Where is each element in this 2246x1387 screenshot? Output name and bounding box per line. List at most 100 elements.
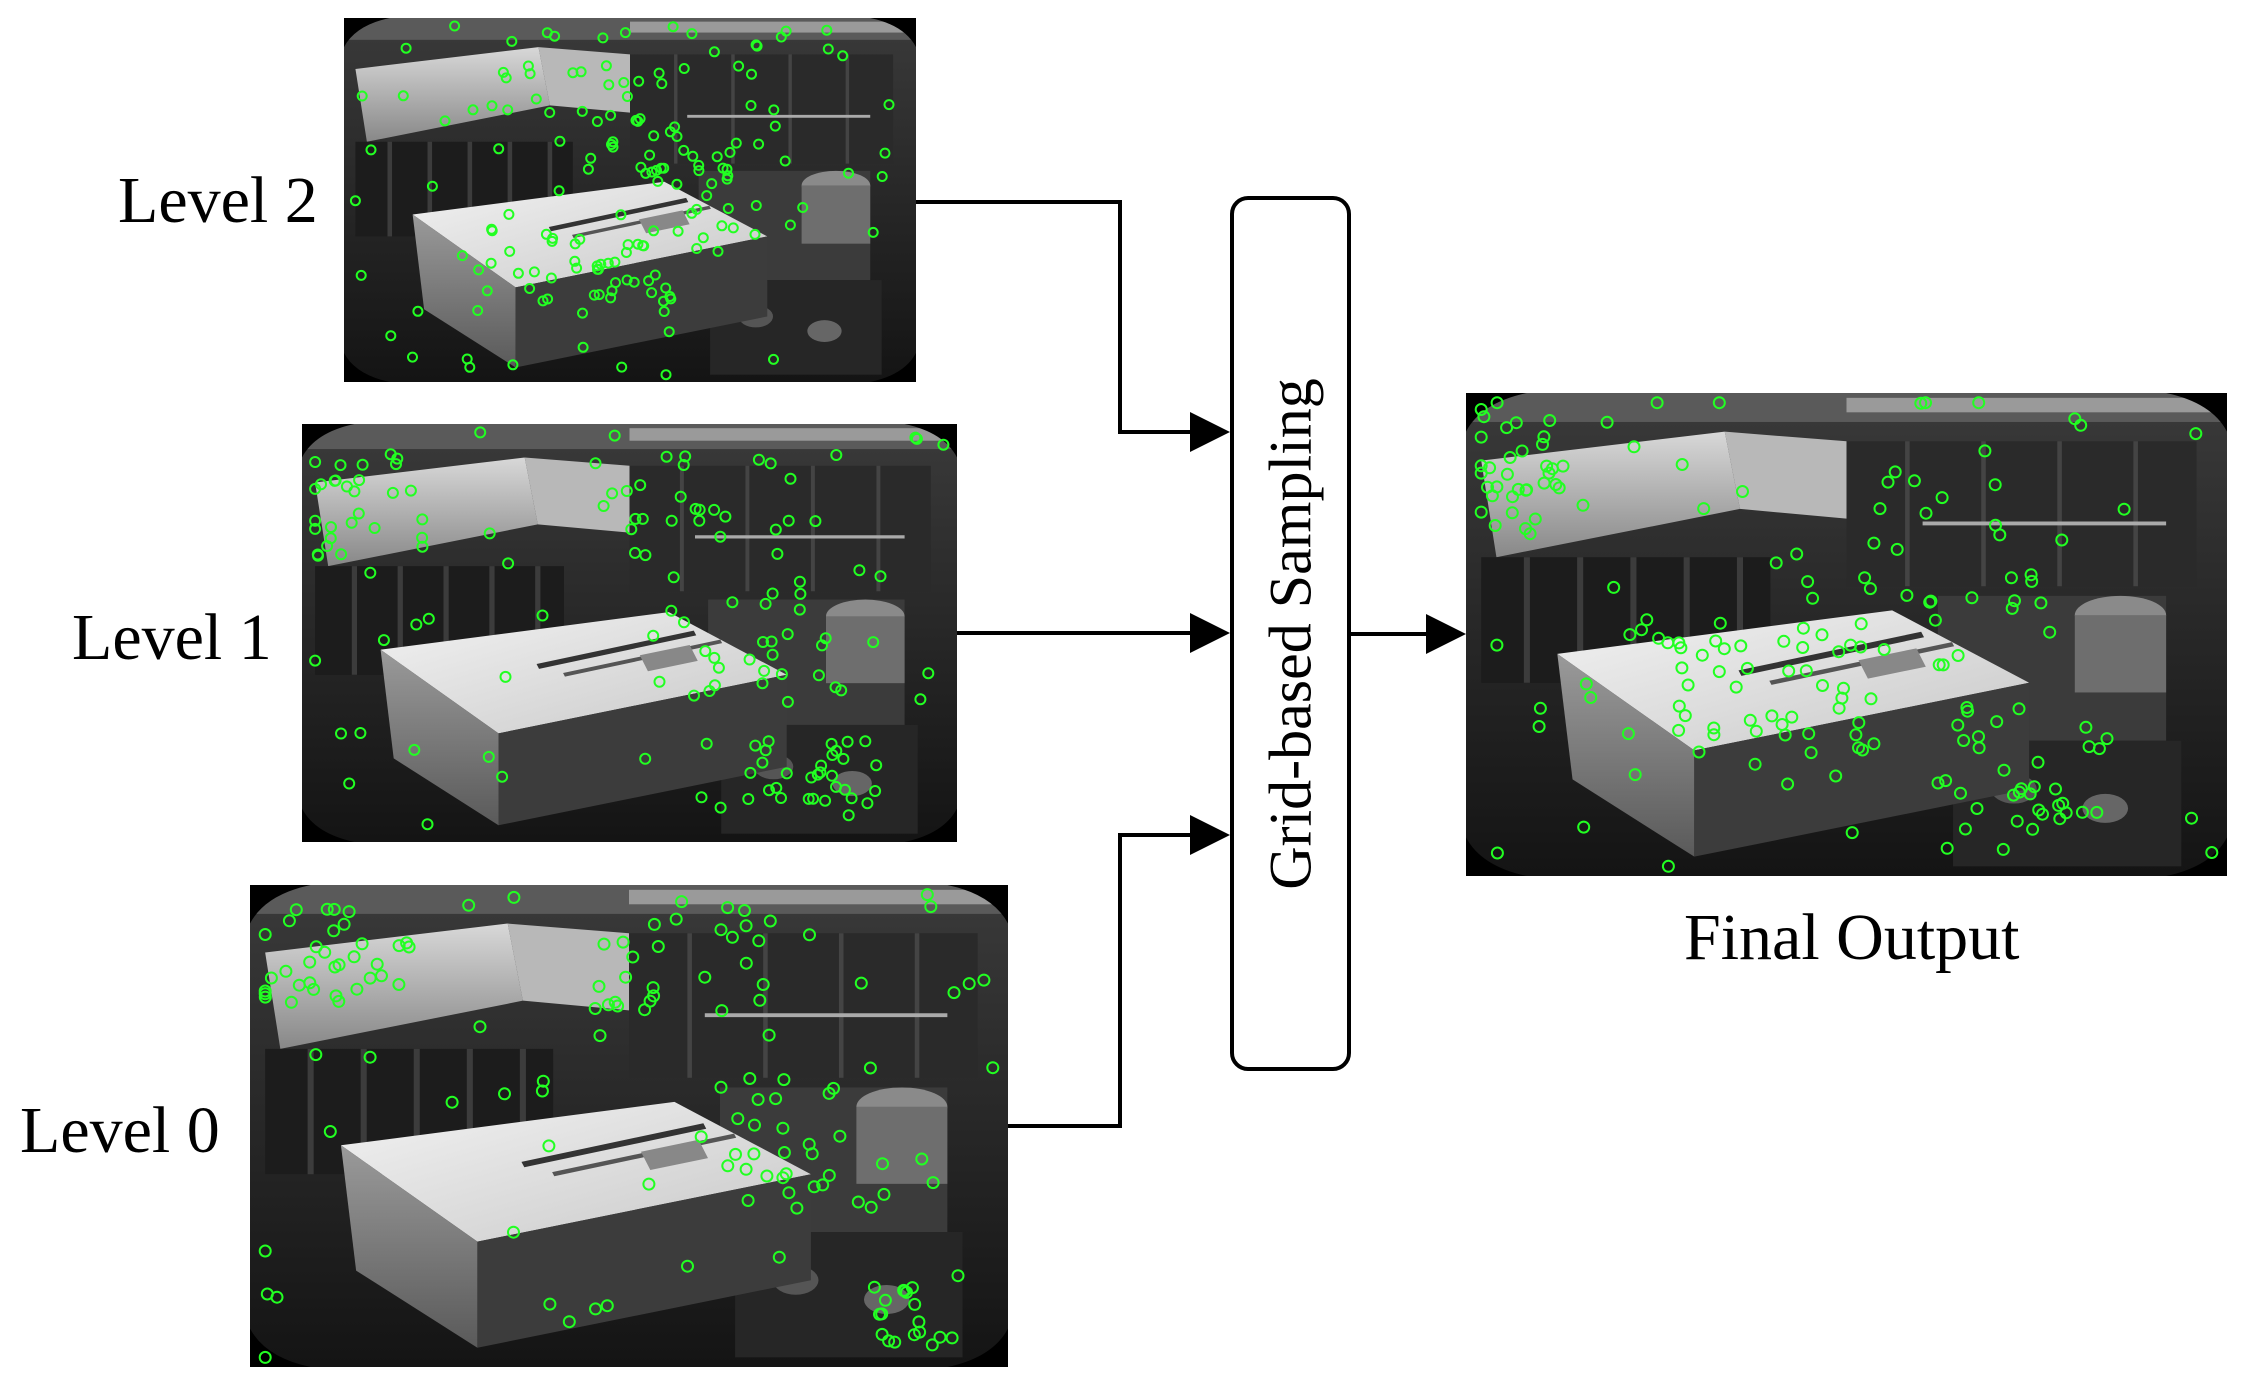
feature-point [524,283,536,294]
feature-point [1650,396,1664,410]
feature-point [648,130,660,142]
feature-point [601,998,615,1012]
feature-point [335,548,348,561]
feature-point [759,744,772,757]
feature-point [2026,822,2040,836]
feature-point [1474,430,1488,444]
feature-point [731,1112,745,1126]
feature-point [2024,568,2038,582]
feature-point [772,1250,786,1264]
feature-point [1576,498,1590,512]
feature-point [841,735,854,748]
feature-point [1932,658,1946,672]
feature-point [839,783,851,796]
feature-point [1500,467,1514,481]
feature-point [1607,580,1621,594]
feature-point [620,485,633,497]
feature-point [1900,588,1914,602]
feature-point [592,979,606,993]
feature-point [912,1315,926,1329]
feature-point [327,902,341,916]
feature-point [498,1087,511,1101]
feature-point [500,72,512,84]
feature-point [1490,638,1504,652]
feature-point [1806,591,1820,605]
feature-point [279,964,293,978]
feature-point [577,307,588,319]
feature-point [986,1061,1000,1075]
feature-point [1675,458,1689,471]
feature-point [721,901,735,915]
feature-point [2032,803,2046,817]
feature-point [694,1130,708,1144]
feature-point [264,971,278,985]
feature-point [816,1178,830,1192]
feature-point [697,232,709,244]
feature-point [743,1072,757,1085]
feature-point [410,618,423,631]
feature-point [725,930,739,944]
feature-point [309,456,322,468]
feature-point [674,490,687,503]
feature-point [618,77,630,88]
feature-point [1988,478,2002,492]
feature-point [747,1147,761,1161]
feature-point [2031,755,2045,769]
feature-point [669,912,683,926]
feature-point [544,107,556,118]
feature-point [1931,776,1945,790]
feature-point [677,459,690,471]
feature-point [356,458,369,471]
feature-point [714,1080,728,1094]
feature-point [1627,440,1641,454]
level-2-image [344,18,916,382]
feature-point [324,532,337,545]
feature-point [1695,648,1709,662]
feature-point [1743,713,1757,727]
feature-point [708,651,721,664]
feature-point [770,781,783,794]
feature-point [1533,701,1547,715]
feature-point [2004,571,2018,585]
feature-point [1477,410,1491,424]
feature-point [1978,444,1992,458]
feature-point [1951,718,1965,732]
feature-point [665,604,678,617]
feature-point [591,116,603,127]
feature-point [486,225,498,237]
feature-point [1748,757,1762,771]
feature-point [812,669,825,682]
feature-point [524,68,536,80]
feature-point [1490,846,1504,860]
feature-point [753,993,767,1007]
feature-point [1509,416,1523,430]
feature-point [1485,489,1499,503]
feature-point [646,166,658,178]
feature-point [621,91,633,102]
feature-point [794,587,807,600]
feature-point [1483,461,1497,475]
feature-point [1864,692,1878,706]
feature-point [660,450,673,463]
feature-point [745,100,757,111]
feature-point [663,326,675,338]
feature-point [759,597,772,610]
feature-point [384,448,397,461]
feature-point [1579,677,1593,691]
feature-point [1829,769,1843,783]
feature-point [766,648,779,661]
feature-point [1919,506,1933,520]
feature-point [439,115,451,127]
feature-point [776,1121,790,1135]
feature-point [730,137,742,149]
feature-point [1511,482,1525,496]
feature-point [582,163,594,175]
feature-point [1939,774,1953,788]
feature-point [530,93,542,105]
feature-point [701,190,713,202]
feature-point [715,1004,729,1018]
feature-point [660,369,672,381]
feature-point [863,1061,877,1075]
feature-point [343,777,356,790]
